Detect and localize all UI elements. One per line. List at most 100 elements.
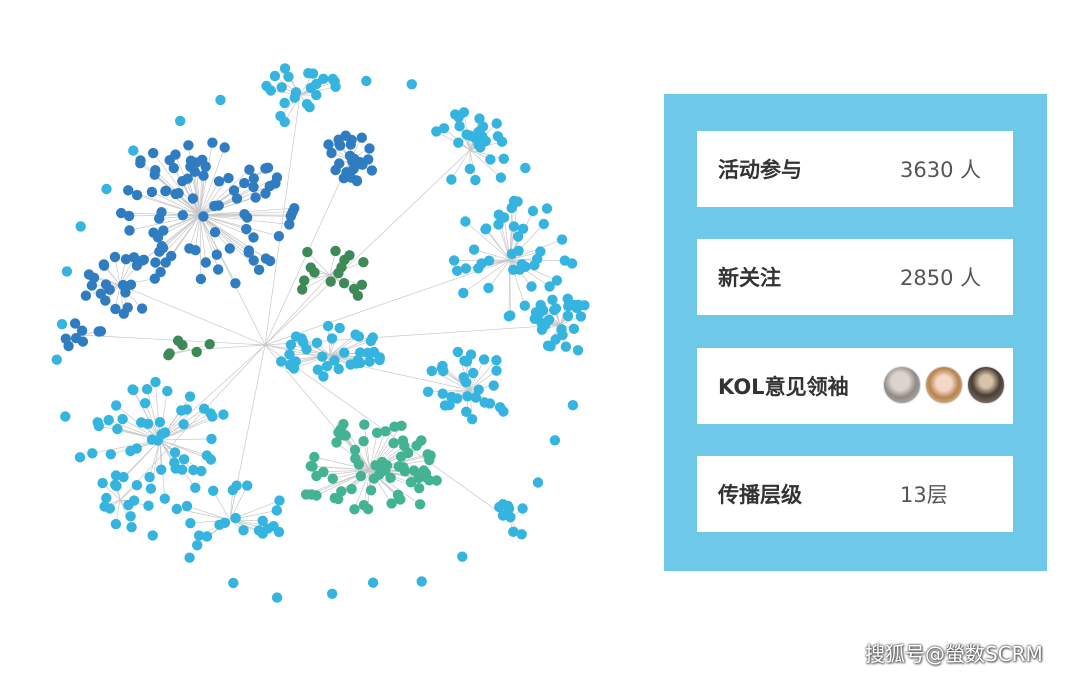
- network-node: [231, 513, 241, 523]
- network-node: [550, 435, 560, 445]
- stat-label: 活动参与: [718, 154, 802, 184]
- network-node: [128, 145, 138, 155]
- network-node: [210, 227, 220, 237]
- network-node: [239, 178, 249, 188]
- network-node: [526, 281, 536, 291]
- network-node: [289, 203, 299, 213]
- network-node: [415, 499, 425, 509]
- stats-panel: 活动参与 3630 人 新关注 2850 人 KOL意见领袖 传播层级 13层: [664, 94, 1047, 571]
- network-node: [579, 300, 589, 310]
- network-edge: [160, 439, 212, 440]
- network-node: [137, 255, 147, 265]
- network-node: [303, 68, 313, 78]
- network-node: [175, 116, 185, 126]
- network-node: [272, 505, 282, 515]
- network-node: [111, 519, 121, 529]
- network-node: [484, 256, 494, 266]
- network-node: [101, 184, 111, 194]
- avatar[interactable]: [883, 366, 921, 404]
- network-node: [493, 131, 503, 141]
- network-node: [561, 342, 571, 352]
- network-node: [309, 452, 319, 462]
- network-node: [396, 451, 406, 461]
- network-node: [439, 123, 449, 133]
- network-node: [60, 411, 70, 421]
- network-node: [354, 331, 364, 341]
- network-node: [323, 321, 333, 331]
- network-node: [118, 280, 128, 290]
- stat-value: 3630 人: [900, 154, 981, 184]
- network-node: [440, 400, 450, 410]
- network-node: [205, 339, 215, 349]
- network-node: [178, 419, 188, 429]
- network-node: [124, 225, 134, 235]
- network-node: [509, 221, 519, 231]
- network-node: [127, 384, 137, 394]
- network-node: [366, 336, 376, 346]
- network-node: [124, 211, 134, 221]
- network-node: [327, 333, 337, 343]
- network-node: [481, 136, 491, 146]
- network-node: [63, 341, 73, 351]
- network-node: [289, 363, 299, 373]
- network-node: [184, 553, 194, 563]
- network-node: [132, 443, 142, 453]
- network-node: [160, 427, 170, 437]
- network-node: [354, 459, 364, 469]
- network-node: [230, 278, 240, 288]
- network-node: [473, 263, 483, 273]
- network-edge: [160, 345, 265, 440]
- network-node: [425, 450, 435, 460]
- network-node: [357, 160, 367, 170]
- network-node: [377, 457, 387, 467]
- network-node: [366, 485, 376, 495]
- network-node: [339, 348, 349, 358]
- network-node: [569, 324, 579, 334]
- network-node: [254, 525, 264, 535]
- network-node: [272, 172, 282, 182]
- network-node: [359, 500, 369, 510]
- network-node: [423, 387, 433, 397]
- network-node: [280, 117, 290, 127]
- network-node: [339, 278, 349, 288]
- network-node: [563, 311, 573, 321]
- network-node: [248, 232, 258, 242]
- avatar[interactable]: [967, 366, 1005, 404]
- network-node: [100, 295, 110, 305]
- network-node: [330, 165, 340, 175]
- network-node: [76, 221, 86, 231]
- network-node: [153, 232, 163, 242]
- network-node: [238, 525, 248, 535]
- network-node: [318, 371, 328, 381]
- network-edge: [190, 345, 265, 350]
- kol-avatars: [879, 366, 1005, 404]
- network-node: [207, 138, 217, 148]
- avatar[interactable]: [925, 366, 963, 404]
- network-node: [84, 269, 94, 279]
- network-node: [520, 301, 530, 311]
- network-node: [515, 265, 525, 275]
- network-node: [462, 356, 472, 366]
- network-node: [169, 163, 179, 173]
- network-node: [150, 170, 160, 180]
- network-node: [470, 175, 480, 185]
- network-node: [274, 527, 284, 537]
- network-edge: [120, 285, 265, 345]
- network-node: [62, 266, 72, 276]
- network-node: [469, 244, 479, 254]
- network-node: [349, 504, 359, 514]
- network-node: [244, 245, 254, 255]
- network-node: [172, 504, 182, 514]
- network-node: [386, 498, 396, 508]
- network-node: [198, 211, 208, 221]
- network-node: [485, 398, 495, 408]
- network-edge: [265, 325, 560, 345]
- network-node: [126, 522, 136, 532]
- network-node: [284, 219, 294, 229]
- network-node: [154, 213, 164, 223]
- network-node: [333, 268, 343, 278]
- network-node: [52, 355, 62, 365]
- network-node: [87, 448, 97, 458]
- network-node: [345, 359, 355, 369]
- network-node: [104, 415, 114, 425]
